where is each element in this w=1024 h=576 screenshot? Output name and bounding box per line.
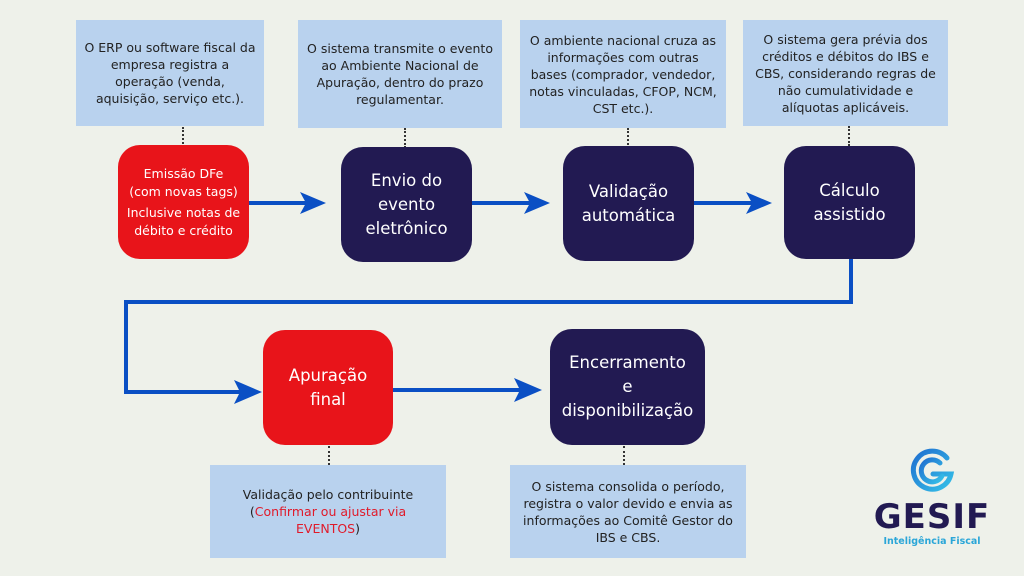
- logo-wordmark: GESIF: [873, 497, 991, 537]
- note-validacao: O ambiente nacional cruza as informações…: [520, 20, 726, 128]
- node-apuracao-final[interactable]: Apuração final: [263, 330, 393, 445]
- node-validacao-automatica[interactable]: Validação automática: [563, 146, 694, 261]
- gesif-g-swirl-icon: [910, 448, 955, 492]
- note-apuracao-close: ): [355, 521, 360, 536]
- note-apuracao: Validação pelo contribuinte (Confirmar o…: [210, 465, 446, 558]
- note-apuracao-text: Validação pelo contribuinte (Confirmar o…: [218, 486, 438, 537]
- node-encerramento-line1: Encerramento: [569, 353, 686, 372]
- note-calculo: O sistema gera prévia dos créditos e déb…: [743, 20, 948, 126]
- node-encerramento[interactable]: Encerramento e disponibilização: [550, 329, 705, 445]
- arrowhead-apuracao: [234, 380, 262, 404]
- node-encerramento-line3: disponibilização: [561, 401, 694, 420]
- arrowhead-encerramento: [514, 378, 542, 402]
- node-calculo-assistido[interactable]: Cálculo assistido: [784, 146, 915, 259]
- dotted-connector-calculo: [848, 126, 850, 146]
- note-apuracao-highlight: Confirmar ou ajustar via EVENTOS: [254, 504, 407, 536]
- node-envio-evento[interactable]: Envio do evento eletrônico: [341, 147, 472, 262]
- node-calculo-label: Cálculo assistido: [813, 180, 886, 224]
- note-envio-text: O sistema transmite o evento ao Ambiente…: [307, 41, 493, 107]
- note-emissao: O ERP ou software fiscal da empresa regi…: [76, 20, 264, 126]
- note-calculo-text: O sistema gera prévia dos créditos e déb…: [755, 31, 936, 115]
- note-encerramento-text: O sistema consolida o período, registra …: [523, 478, 733, 545]
- node-emissao-line2: (com novas tags): [129, 183, 238, 199]
- node-emissao-dfe[interactable]: Emissão DFe (com novas tags) Inclusive n…: [118, 145, 249, 259]
- node-apuracao-label: Apuração final: [288, 365, 368, 409]
- node-validacao-label: Validação automática: [581, 181, 676, 225]
- note-apuracao-prefix: Validação pelo contribuinte: [242, 487, 414, 502]
- arrowhead-calculo: [746, 192, 772, 214]
- node-envio-label: Envio do evento eletrônico: [365, 170, 448, 238]
- node-emissao-line1: Emissão DFe: [143, 165, 224, 181]
- dotted-connector-encerramento: [623, 446, 625, 465]
- note-apuracao-open: (: [249, 504, 255, 519]
- dotted-connector-envio: [404, 128, 406, 148]
- gesif-logo: GESIF Inteligência Fiscal: [872, 446, 992, 547]
- note-emissao-text: O ERP ou software fiscal da empresa regi…: [84, 40, 256, 106]
- arrow-calculo-to-apuracao: [124, 259, 853, 394]
- note-validacao-text: O ambiente nacional cruza as informações…: [529, 32, 717, 116]
- node-emissao-line4: débito e crédito: [134, 222, 233, 238]
- node-encerramento-line2: e: [622, 377, 633, 396]
- arrowhead-envio: [300, 192, 326, 214]
- arrowhead-validacao: [524, 192, 550, 214]
- logo-tagline: Inteligência Fiscal: [883, 536, 981, 547]
- note-encerramento: O sistema consolida o período, registra …: [510, 465, 746, 558]
- dotted-connector-emissao: [182, 127, 184, 147]
- dotted-connector-validacao: [627, 128, 629, 148]
- node-emissao-line3: Inclusive notas de: [126, 204, 241, 220]
- dotted-connector-apuracao: [328, 446, 330, 465]
- note-envio: O sistema transmite o evento ao Ambiente…: [298, 20, 502, 128]
